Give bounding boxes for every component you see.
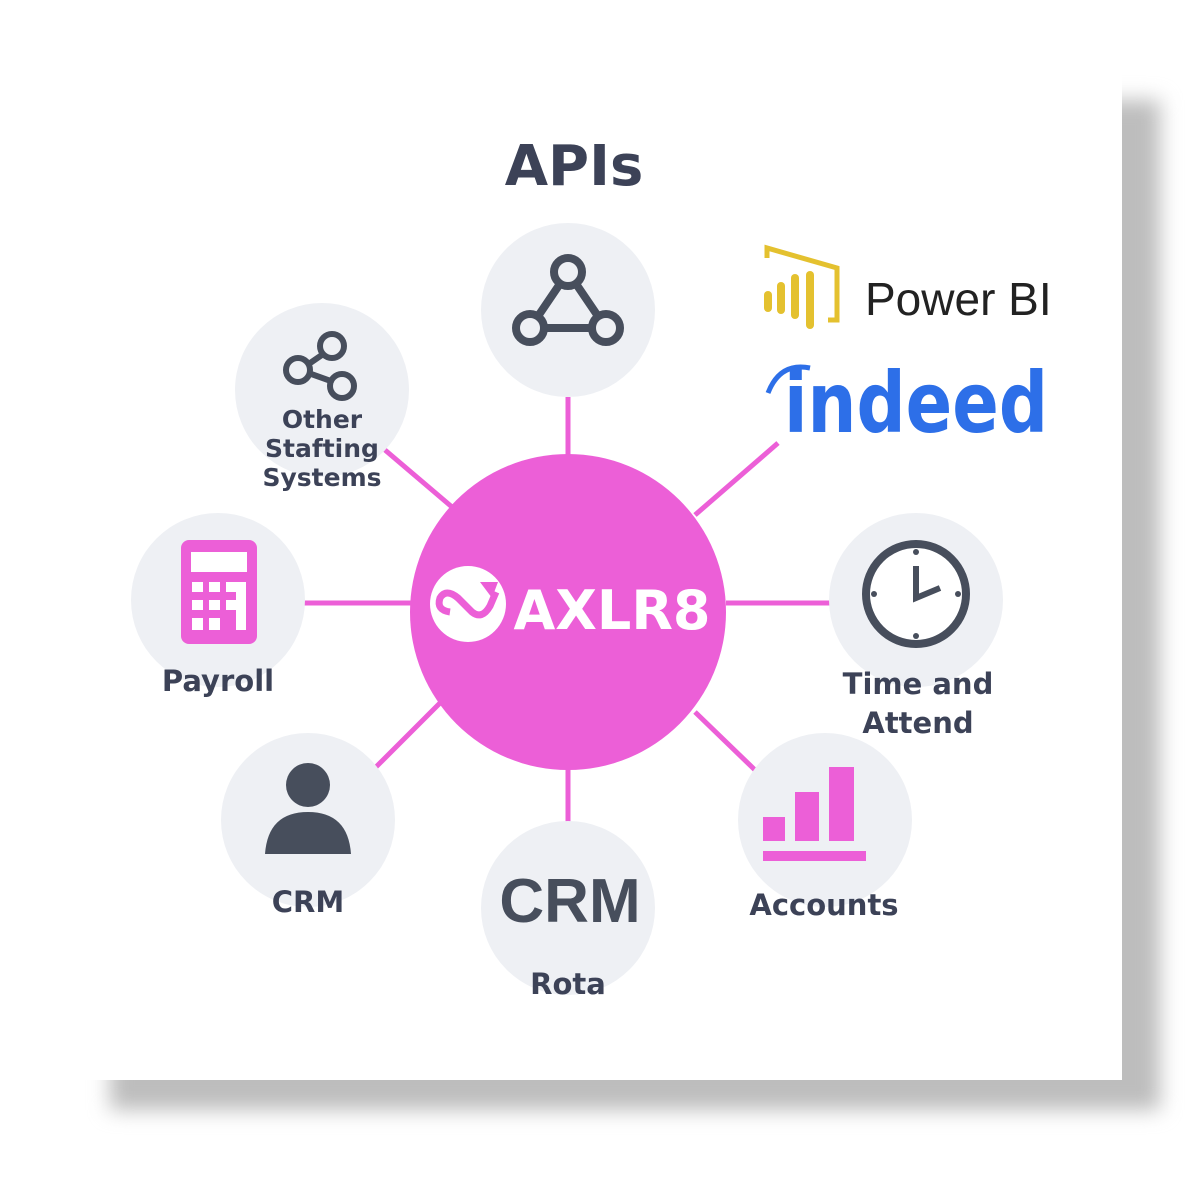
person-icon [265, 763, 351, 854]
time-label-2: Attend [862, 706, 973, 740]
share-nodes-icon [283, 331, 357, 401]
bar-chart-icon [763, 767, 866, 861]
indeed-label: indeed [784, 354, 1048, 452]
crm-label: CRM [272, 885, 344, 919]
powerbi-logo[interactable]: Power BI [764, 244, 1052, 329]
axlr8-logo-icon [430, 566, 506, 642]
time-label-1: Time and [843, 667, 994, 701]
center-axlr8[interactable]: AXLR8 [410, 454, 726, 770]
clock-icon [862, 540, 970, 648]
connector-crm [373, 701, 442, 770]
powerbi-label: Power BI [865, 273, 1052, 325]
other-label-1: Other [282, 405, 363, 434]
node-other-staffing-systems[interactable]: Other Stafting Systems [235, 303, 409, 492]
node-payroll[interactable]: Payroll [131, 513, 305, 698]
node-crm[interactable]: CRM [221, 733, 395, 919]
connector-other [383, 448, 454, 509]
accounts-label: Accounts [749, 888, 898, 922]
node-apis[interactable] [481, 223, 655, 397]
payroll-label: Payroll [162, 664, 274, 698]
crm-icon-text: CRM [499, 867, 640, 936]
node-accounts[interactable]: Accounts [738, 733, 912, 922]
indeed-logo[interactable]: indeed [765, 354, 1048, 452]
connectors [303, 397, 830, 822]
center-label: AXLR8 [514, 579, 711, 642]
connector-indeed [693, 441, 780, 517]
calculator-icon [181, 540, 257, 644]
node-time-and-attend[interactable]: Time and Attend [829, 513, 1003, 740]
title: APIs [505, 134, 644, 199]
connector-accounts [693, 710, 757, 772]
node-rota[interactable]: CRM Rota [481, 821, 655, 1001]
other-label-2: Stafting [265, 434, 379, 463]
powerbi-icon [764, 244, 840, 329]
other-label-3: Systems [262, 463, 381, 492]
triangle-network-icon [512, 254, 624, 346]
indeed-arc-icon [765, 364, 811, 394]
rota-label: Rota [530, 967, 606, 1001]
